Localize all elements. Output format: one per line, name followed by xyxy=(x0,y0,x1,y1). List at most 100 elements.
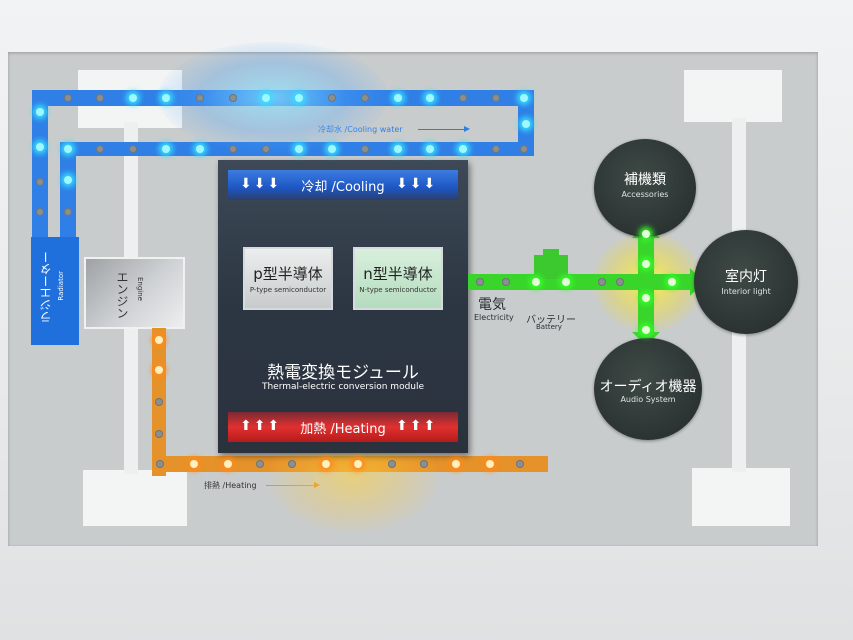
led-dot xyxy=(155,366,163,374)
led-dot xyxy=(668,278,676,286)
led-dot xyxy=(562,278,570,286)
n-type-sublabel: N-type semiconductor xyxy=(359,286,437,294)
led-dot xyxy=(492,145,500,153)
engine-sublabel: Engine xyxy=(136,277,144,301)
radiator-box: ラジエーター Radiator xyxy=(31,237,79,345)
led-dot xyxy=(486,460,494,468)
heating-arrows-right: ⬆⬆⬆ xyxy=(396,418,438,434)
cooling-pipe-outer-left xyxy=(32,90,48,240)
led-dot xyxy=(459,94,467,102)
led-dot xyxy=(361,145,369,153)
node-interior-light: 室内灯 Interior light xyxy=(694,230,798,334)
battery-sublabel: Battery xyxy=(536,323,562,331)
led-dot xyxy=(295,94,303,102)
module-title: 熱電変換モジュール xyxy=(267,363,419,383)
led-dot xyxy=(155,336,163,344)
led-dot xyxy=(522,120,530,128)
diagram-panel: 冷却水 /Cooling water ラジエーター Radiator エンジン … xyxy=(8,42,818,546)
led-dot xyxy=(502,278,510,286)
p-type-label: p型半導体 xyxy=(253,265,323,283)
led-dot xyxy=(354,460,362,468)
led-dot xyxy=(64,176,72,184)
led-dot xyxy=(642,326,650,334)
battery-label: バッテリー xyxy=(526,315,576,326)
exhaust-flow-arrow xyxy=(266,485,316,486)
led-dot xyxy=(520,94,528,102)
led-dot xyxy=(36,108,44,116)
engine-box: エンジン Engine xyxy=(84,257,185,329)
led-dot xyxy=(155,430,163,438)
cooling-label: 冷却 /Cooling xyxy=(301,180,385,195)
led-dot xyxy=(156,460,164,468)
radiator-label: ラジエーター xyxy=(39,251,53,323)
led-dot xyxy=(224,460,232,468)
led-dot xyxy=(36,143,44,151)
wheel-rear-right xyxy=(692,468,790,526)
led-dot xyxy=(64,94,72,102)
led-dot xyxy=(155,398,163,406)
led-dot xyxy=(229,94,237,102)
led-dot xyxy=(394,145,402,153)
n-type-label: n型半導体 xyxy=(363,265,433,283)
cooling-pipe-inner-left xyxy=(60,142,76,240)
led-dot xyxy=(420,460,428,468)
led-dot xyxy=(96,94,104,102)
accessories-label: 補機類 xyxy=(624,172,666,188)
module-subtitle: Thermal-electric conversion module xyxy=(261,382,425,392)
led-dot xyxy=(642,230,650,238)
p-type-sublabel: P-type semiconductor xyxy=(249,286,327,294)
node-audio-system: オーディオ機器 Audio System xyxy=(594,338,702,440)
electricity-label: 電気 xyxy=(478,297,506,313)
led-dot xyxy=(328,145,336,153)
heating-band: ⬆⬆⬆ 加熱 /Heating ⬆⬆⬆ xyxy=(228,412,458,442)
led-dot xyxy=(616,278,624,286)
heating-label: 加熱 /Heating xyxy=(300,422,386,437)
led-dot xyxy=(256,460,264,468)
led-dot xyxy=(426,94,434,102)
wheel-rear-left xyxy=(83,470,187,526)
led-dot xyxy=(394,94,402,102)
led-dot xyxy=(64,145,72,153)
n-type-semiconductor: n型半導体 N-type semiconductor xyxy=(353,247,443,310)
cooling-flow-arrowhead xyxy=(464,126,470,132)
led-dot xyxy=(36,178,44,186)
cooling-flow-arrow xyxy=(418,129,466,130)
led-dot xyxy=(426,145,434,153)
led-dot xyxy=(492,94,500,102)
cooling-arrows-right: ⬇⬇⬇ xyxy=(396,176,438,192)
interior-light-label: 室内灯 xyxy=(725,269,767,285)
p-type-semiconductor: p型半導体 P-type semiconductor xyxy=(243,247,333,310)
cooling-water-label: 冷却水 /Cooling water xyxy=(318,125,403,134)
led-dot xyxy=(162,145,170,153)
led-dot xyxy=(642,294,650,302)
led-dot xyxy=(452,460,460,468)
radiator-sublabel: Radiator xyxy=(57,271,65,301)
led-dot xyxy=(459,145,467,153)
led-dot xyxy=(64,208,72,216)
led-dot xyxy=(520,145,528,153)
led-dot xyxy=(388,460,396,468)
led-dot xyxy=(598,278,606,286)
led-dot xyxy=(288,460,296,468)
led-dot xyxy=(196,145,204,153)
cooling-band: ⬇⬇⬇ 冷却 /Cooling ⬇⬇⬇ xyxy=(228,170,458,200)
led-dot xyxy=(328,94,336,102)
led-dot xyxy=(476,278,484,286)
heating-arrows-left: ⬆⬆⬆ xyxy=(240,418,282,434)
battery-icon xyxy=(534,255,568,279)
led-dot xyxy=(190,460,198,468)
audio-sublabel: Audio System xyxy=(620,395,676,404)
electricity-line xyxy=(468,274,692,290)
led-dot xyxy=(129,145,137,153)
led-dot xyxy=(532,278,540,286)
led-dot xyxy=(516,460,524,468)
node-accessories: 補機類 Accessories xyxy=(594,139,696,237)
led-dot xyxy=(642,260,650,268)
exhaust-flow-arrowhead xyxy=(314,482,320,488)
battery-terminal xyxy=(543,249,559,255)
led-dot xyxy=(361,94,369,102)
thermoelectric-module: ⬇⬇⬇ 冷却 /Cooling ⬇⬇⬇ p型半導体 P-type semicon… xyxy=(218,160,468,453)
exhaust-label: 排熱 /Heating xyxy=(204,481,257,490)
led-dot xyxy=(129,94,137,102)
electricity-sublabel: Electricity xyxy=(474,313,514,322)
